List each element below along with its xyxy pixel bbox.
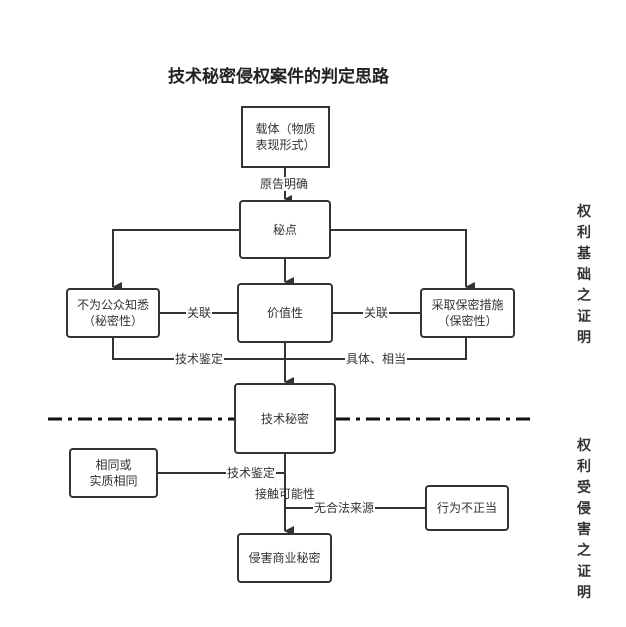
side-label-rights-infringed: 权利受侵害之证明 [577, 438, 591, 601]
node-measures: 采取保密措施 （保密性） [420, 288, 515, 338]
edge-label-no-legal-source: 无合法来源 [313, 501, 376, 515]
edge-label-related-left: 关联 [186, 306, 213, 320]
node-carrier-label: 载体（物质 表现形式） [255, 122, 316, 152]
edge-label-access: 接触可能性 [255, 487, 316, 501]
node-secret-point-label: 秘点 [272, 222, 297, 237]
node-value-label: 价值性 [266, 306, 303, 320]
edge-secret-measures [331, 229, 475, 292]
node-improper-label: 行为不正当 [436, 501, 497, 515]
node-not-public-label: 不为公众知悉 （秘密性） [76, 298, 149, 328]
edge-label-tech-appraisal-top: 技术鉴定 [174, 352, 225, 366]
edge-label-tech-appraisal-bottom: 技术鉴定 [226, 466, 277, 480]
edge-label-specific-fit: 具体、相当 [345, 352, 408, 366]
edge-secret-notpublic [112, 229, 240, 292]
side-label-rights-basis: 权利基础之证明 [577, 204, 591, 346]
node-improper: 行为不正当 [425, 485, 509, 531]
edge-notpublic-bracket [112, 337, 285, 360]
node-tech-secret: 技术秘密 [234, 383, 336, 454]
diagram-title: 技术秘密侵权案件的判定思路 [168, 67, 389, 87]
node-same: 相同或 实质相同 [69, 448, 158, 498]
node-same-label: 相同或 实质相同 [89, 458, 138, 488]
node-not-public: 不为公众知悉 （秘密性） [66, 288, 160, 338]
node-secret-point: 秘点 [239, 200, 331, 259]
node-carrier: 载体（物质 表现形式） [241, 106, 330, 168]
node-infringe: 侵害商业秘密 [237, 533, 332, 583]
node-measures-label: 采取保密措施 （保密性） [431, 298, 504, 328]
node-tech-secret-label: 技术秘密 [260, 411, 309, 426]
edge-label-plaintiff-clear: 原告明确 [259, 177, 310, 191]
edge-label-related-right: 关联 [363, 306, 390, 320]
node-value: 价值性 [237, 283, 333, 343]
node-infringe-label: 侵害商业秘密 [248, 551, 321, 565]
